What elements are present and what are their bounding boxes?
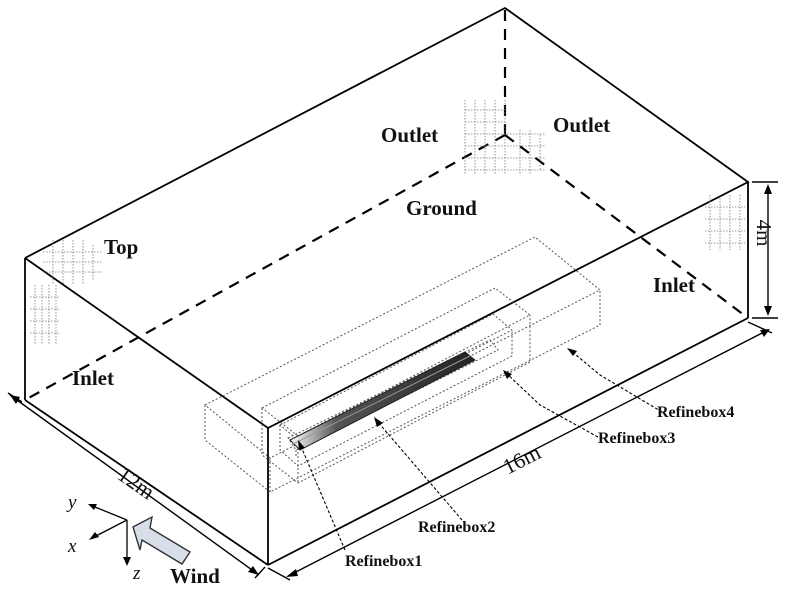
wind-label: Wind [170, 564, 220, 588]
hidden-edges [24, 8, 749, 401]
leader-lines [298, 348, 663, 551]
inlet-right-label: Inlet [653, 273, 695, 297]
dimension-height [752, 181, 778, 319]
mesh-right [705, 195, 745, 250]
outlet-right-label: Outlet [553, 113, 610, 137]
refinebox4-label: Refinebox4 [657, 404, 734, 421]
refinebox2-label: Refinebox2 [418, 519, 495, 536]
axis-y-label: y [66, 492, 77, 513]
mesh-patches [30, 100, 745, 345]
refinebox1-outline [287, 339, 499, 458]
mesh-corner-back [464, 100, 545, 175]
axis-z-label: z [132, 563, 141, 584]
model-bar [289, 351, 476, 451]
domain-box-edges [24, 6, 750, 566]
dimension-width [7, 392, 266, 579]
wind-arrow-icon [132, 515, 191, 565]
refinebox1-label: Refinebox1 [345, 553, 422, 570]
outlet-left-label: Outlet [381, 123, 438, 147]
refinebox4-outline [204, 236, 601, 493]
refinebox3-label: Refinebox3 [598, 430, 675, 447]
axis-triad [88, 504, 131, 566]
inlet-left-label: Inlet [72, 366, 114, 390]
mesh-top-left [43, 240, 103, 285]
top-label: Top [104, 235, 138, 259]
dimension-length-label: 16m [498, 439, 544, 479]
dimension-length [267, 321, 773, 581]
dimension-height-label: 4m [752, 220, 776, 247]
refinebox3-outline [261, 287, 531, 484]
ground-label: Ground [406, 196, 477, 220]
mesh-inlet-left [30, 285, 60, 345]
refinebox2-outline [279, 313, 513, 467]
axis-x-label: x [67, 536, 77, 557]
